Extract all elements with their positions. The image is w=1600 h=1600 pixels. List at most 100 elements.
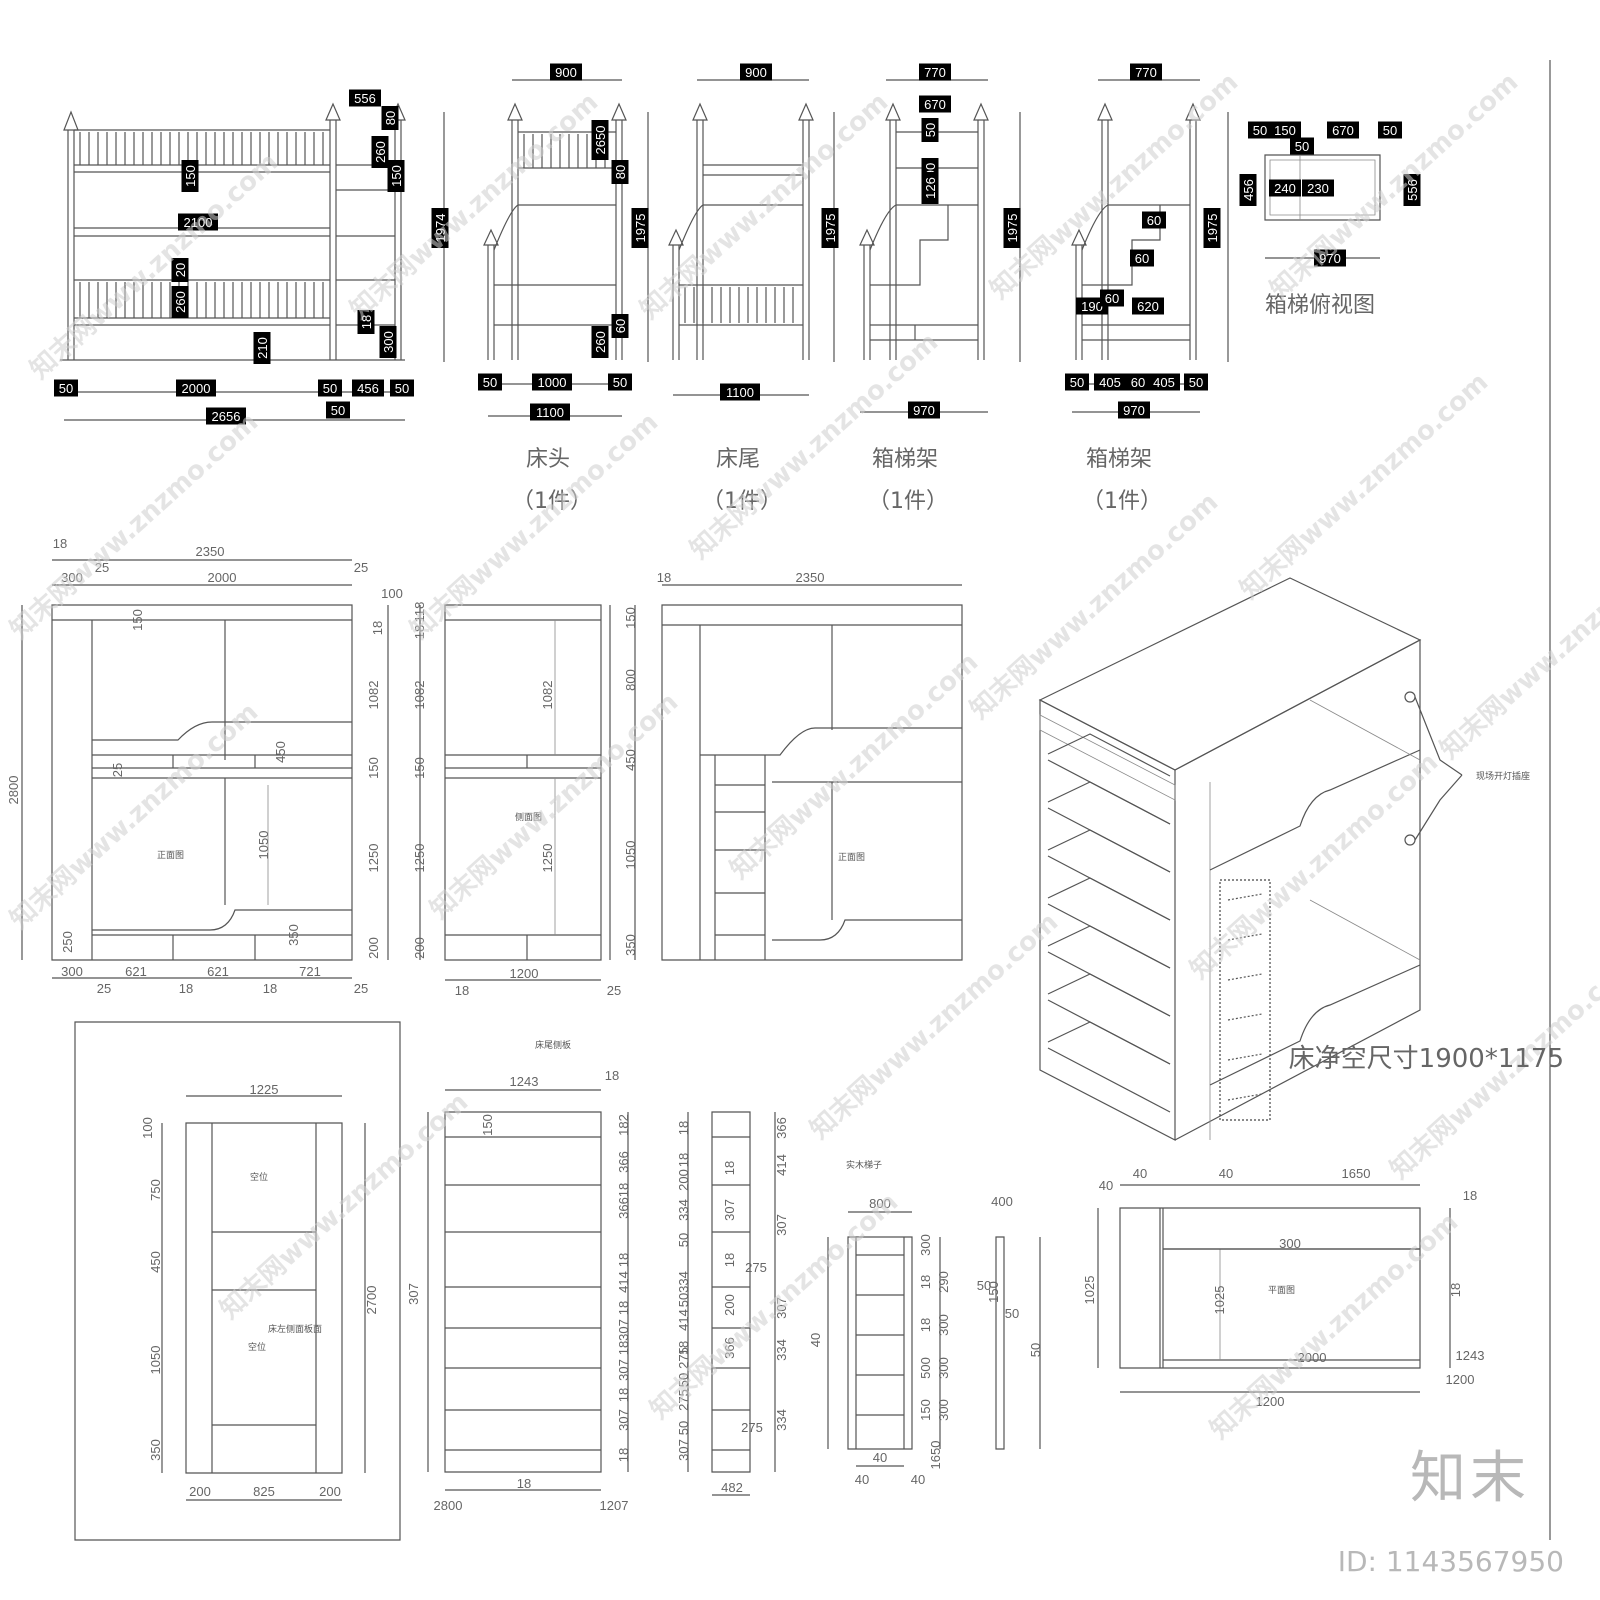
svg-text:456: 456 (357, 381, 379, 396)
dimension-tag: 970 (1118, 401, 1150, 419)
dimension-text: 307 (722, 1199, 737, 1221)
loft-bed-isometric (1040, 578, 1462, 1140)
dimension-tag: 556 (1403, 174, 1421, 206)
dimension-text: 25 (110, 763, 125, 777)
dimension-text: 150 (130, 609, 145, 631)
dimension-text: 800 (623, 669, 638, 691)
dimension-text: 18 (605, 1068, 619, 1083)
asset-id: ID: 1143567950 (1337, 1545, 1564, 1578)
svg-text:50: 50 (923, 123, 938, 137)
svg-text:60: 60 (1135, 251, 1149, 266)
dimension-tag: 50 (608, 373, 632, 391)
dimension-text: 307 (406, 1283, 421, 1305)
svg-text:18: 18 (359, 315, 374, 329)
dimension-text: 200 (366, 937, 381, 959)
dimension-text: 1243 (1456, 1348, 1485, 1363)
dimension-text: 18 (370, 621, 385, 635)
caption-head-qty: （1件） (512, 489, 592, 514)
dimension-text: 50 (676, 1293, 691, 1307)
dimension-tag: 18 (357, 310, 375, 334)
dimension-tag: 1000 (532, 373, 572, 391)
svg-text:150: 150 (183, 165, 198, 187)
dimension-text: 50 (676, 1233, 691, 1247)
svg-text:60: 60 (613, 319, 628, 333)
label-light-note: 现场开灯插座 (1476, 770, 1530, 782)
svg-text:50: 50 (1383, 123, 1397, 138)
bottom-row-dimension-lines (162, 1090, 1450, 1500)
dimension-text: 300 (936, 1314, 951, 1336)
dimension-text: 200 (319, 1484, 341, 1499)
dimension-tag: 970 (908, 401, 940, 419)
dimension-text: 350 (148, 1439, 163, 1461)
dimension-text: 2000 (208, 570, 237, 585)
dimension-text: 2800 (6, 776, 21, 805)
dimension-tag: 670 (919, 95, 951, 113)
svg-text:556: 556 (354, 91, 376, 106)
svg-text:126: 126 (923, 177, 938, 199)
dimension-text: 1650 (1342, 1166, 1371, 1181)
svg-text:190: 190 (1081, 299, 1103, 314)
ladder-side-view (996, 1237, 1004, 1449)
dimension-tag: 1100 (720, 383, 760, 401)
svg-text:50: 50 (323, 381, 337, 396)
dimension-text: 290 (936, 1271, 951, 1293)
dimension-text: 307 (774, 1297, 789, 1319)
svg-text:670: 670 (1332, 123, 1354, 138)
dimension-text: 1243 (510, 1074, 539, 1089)
svg-text:80: 80 (613, 165, 628, 179)
dimension-text: 721 (299, 964, 321, 979)
svg-text:知末网www.znzmo.com: 知末网www.znzmo.com (1185, 747, 1445, 985)
svg-text:知末网www.znzmo.com: 知末网www.znzmo.com (1235, 367, 1495, 605)
svg-text:50: 50 (1295, 139, 1309, 154)
dimension-tag: 150 (387, 160, 405, 192)
dimension-tag: 50 (326, 401, 350, 419)
dimension-text: 1250 (412, 844, 427, 873)
dimension-text: 18 (657, 570, 671, 585)
svg-text:知末网www.znzmo.com: 知末网www.znzmo.com (805, 907, 1065, 1145)
label-empty-1: 空位 (250, 1171, 268, 1183)
dimension-text: 18 (263, 981, 277, 996)
svg-text:20: 20 (173, 263, 188, 277)
svg-text:556: 556 (1405, 179, 1420, 201)
dimension-text: 400 (991, 1194, 1013, 1209)
caption-foot-qty: （1件） (702, 489, 782, 514)
dimension-text: 18 (676, 1121, 691, 1135)
svg-text:知末网www.znzmo.com: 知末网www.znzmo.com (25, 147, 285, 385)
dimension-text: 182 (616, 1114, 631, 1136)
dimension-tag: 50 (318, 379, 342, 397)
dimension-tag: 770 (919, 63, 951, 81)
dimension-tag: 60 (1100, 289, 1124, 307)
svg-text:1975: 1975 (633, 214, 648, 243)
dimension-text: 1050 (256, 831, 271, 860)
dimension-tag: 150 (181, 160, 199, 192)
svg-text:260: 260 (593, 331, 608, 353)
clear-size-note: 床净空尺寸1900*1175 (1288, 1044, 1564, 1074)
dimension-tag: 1975 (631, 208, 649, 248)
dimension-text: 18 (722, 1253, 737, 1267)
dimension-text: 334 (774, 1409, 789, 1431)
dimension-text: 40 (911, 1472, 925, 1487)
svg-text:1975: 1975 (823, 214, 838, 243)
dimension-text: 18 (616, 1341, 631, 1355)
svg-text:1100: 1100 (726, 385, 754, 400)
dimension-text: 200 (189, 1484, 211, 1499)
dimension-tag: 1100 (530, 403, 570, 421)
middle-row-dimension-lines (22, 560, 962, 980)
dimension-text: 621 (125, 964, 147, 979)
dimension-tag: 556 (349, 89, 381, 107)
dimension-text: 150 (412, 757, 427, 779)
caption-stair-frame-1-qty: （1件） (868, 489, 948, 514)
dimension-tag: 80 (381, 106, 399, 130)
dimension-text: 334 (774, 1339, 789, 1361)
dimension-text: 300 (1279, 1236, 1301, 1251)
dimension-text: 18 (918, 1275, 933, 1289)
dimension-text: 621 (207, 964, 229, 979)
dimension-text: 307 (676, 1439, 691, 1461)
panel-frame (75, 1022, 400, 1540)
dimension-tag: 260 (591, 326, 609, 358)
dimension-tag: 50 (1065, 373, 1089, 391)
dimension-text: 1200 (1446, 1372, 1475, 1387)
dimension-text: 275 (676, 1389, 691, 1411)
dimension-tag: 80 (611, 160, 629, 184)
